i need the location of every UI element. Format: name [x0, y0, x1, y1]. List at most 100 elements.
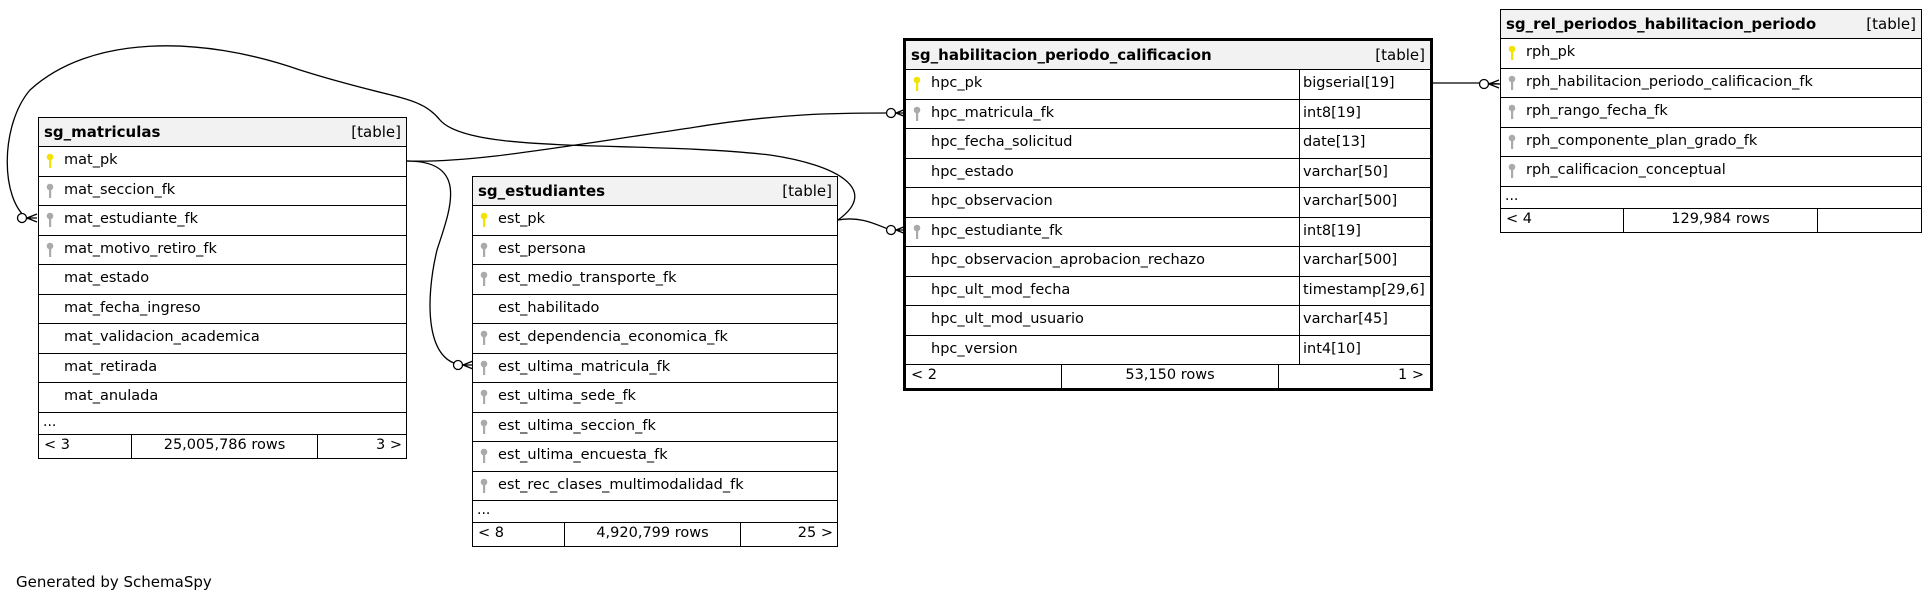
column-row[interactable]: mat_estudiante_fk [39, 206, 406, 236]
column-name: hpc_version [931, 340, 1018, 357]
column-name: mat_estado [64, 270, 150, 286]
column-name: mat_pk [64, 152, 118, 168]
column-row[interactable]: est_dependencia_economica_fk [473, 324, 837, 354]
table-sg-matriculas[interactable]: sg_matriculas [table] mat_pk mat_seccion_… [38, 117, 407, 459]
column-row[interactable]: mat_pk [39, 147, 406, 177]
column-row[interactable]: mat_fecha_ingreso [39, 295, 406, 324]
table-footer: < 2 53,150 rows 1 > [906, 365, 1430, 388]
parents-count[interactable]: < 2 [911, 367, 937, 383]
column-row[interactable]: mat_motivo_retiro_fk [39, 236, 406, 265]
column-row[interactable]: est_medio_transporte_fk [473, 265, 837, 295]
column-row[interactable]: est_persona [473, 236, 837, 265]
table-header: sg_rel_periodos_habilitacion_periodo [ta… [1501, 10, 1921, 39]
column-row[interactable]: est_ultima_sede_fk [473, 383, 837, 413]
column-name: est_pk [498, 211, 546, 227]
foreign-key-icon [479, 448, 489, 464]
column-type: varchar[50] [1299, 158, 1388, 187]
parents-count[interactable]: < 4 [1506, 210, 1532, 227]
column-name: hpc_ult_mod_usuario [931, 311, 1084, 327]
column-name: est_persona [498, 240, 586, 257]
table-footer: < 3 25,005,786 rows 3 > [39, 434, 408, 458]
foreign-key-icon [479, 389, 489, 405]
column-name: rph_rango_fecha_fk [1526, 103, 1668, 119]
zero-many-marker [885, 224, 897, 236]
foreign-key-icon [912, 106, 922, 122]
column-row[interactable]: hpc_observacion_aprobacion_rechazo varcha… [906, 247, 1430, 277]
rel-estudiantes-matriculas [6, 45, 856, 221]
column-row[interactable]: rph_rango_fecha_fk [1501, 98, 1921, 128]
column-row[interactable]: mat_estado [39, 265, 406, 295]
foreign-key-icon [1507, 104, 1517, 120]
foreign-key-icon [45, 242, 55, 258]
column-row[interactable]: rph_calificacion_conceptual [1501, 157, 1921, 187]
children-count[interactable] [1817, 208, 1923, 232]
column-name: est_ultima_matricula_fk [498, 358, 671, 375]
rel-matriculas-hpc [406, 112, 889, 162]
zero-many-marker [1478, 78, 1490, 90]
column-type: varchar[500] [1299, 247, 1397, 276]
column-row[interactable]: rph_habilitacion_periodo_calificacion_fk [1501, 69, 1921, 98]
column-row[interactable]: est_ultima_seccion_fk [473, 413, 837, 442]
primary-key-icon [479, 212, 489, 228]
column-row[interactable]: rph_componente_plan_grado_fk [1501, 128, 1921, 157]
crow-foot [462, 360, 474, 370]
column-name: mat_anulada [64, 388, 159, 404]
column-type: int8[19] [1299, 217, 1361, 246]
children-count[interactable]: 1 > [1278, 365, 1430, 388]
table-name: sg_matriculas [44, 123, 161, 141]
column-row[interactable]: est_habilitado [473, 295, 837, 324]
children-count[interactable]: 25 > [740, 523, 839, 546]
column-name: hpc_observacion_aprobacion_rechazo [931, 252, 1206, 268]
column-row[interactable]: rph_pk [1501, 39, 1921, 69]
column-name: hpc_fecha_solicitud [931, 134, 1073, 150]
column-list: rph_pk rph_habilitacion_periodo_calificac… [1501, 39, 1921, 187]
foreign-key-icon [45, 212, 55, 228]
more-columns: ... [1501, 187, 1921, 209]
row-count: 129,984 rows [1623, 208, 1817, 232]
row-count: 53,150 rows [1061, 365, 1278, 388]
children-count[interactable]: 3 > [317, 434, 408, 458]
column-row[interactable]: est_ultima_encuesta_fk [473, 442, 837, 472]
parents-count[interactable]: < 8 [478, 525, 504, 541]
crow-foot [1488, 79, 1500, 89]
column-row[interactable]: mat_seccion_fk [39, 177, 406, 206]
column-row[interactable]: mat_validacion_academica [39, 324, 406, 354]
table-header: sg_matriculas [table] [39, 118, 406, 147]
table-header: sg_habilitacion_periodo_calificacion [ta… [906, 41, 1430, 70]
table-sg-habilitacion-periodo-calificacion[interactable]: sg_habilitacion_periodo_calificacion [ta… [903, 38, 1433, 391]
parents-count[interactable]: < 3 [44, 436, 70, 453]
table-footer: < 4 129,984 rows [1501, 208, 1923, 232]
column-row[interactable]: mat_retirada [39, 354, 406, 383]
foreign-key-icon [479, 419, 489, 435]
column-name: est_ultima_encuesta_fk [498, 447, 668, 463]
column-row[interactable]: est_pk [473, 206, 837, 236]
zero-many-marker [885, 107, 897, 119]
column-type: bigserial[19] [1299, 70, 1395, 99]
column-row[interactable]: est_rec_clases_multimodalidad_fk [473, 472, 837, 501]
column-row[interactable]: mat_anulada [39, 383, 406, 413]
table-sg-rel-periodos-habilitacion-periodo[interactable]: sg_rel_periodos_habilitacion_periodo [ta… [1500, 9, 1922, 233]
table-tag: [table] [1375, 46, 1425, 64]
column-name: mat_validacion_academica [64, 329, 260, 345]
table-name: sg_habilitacion_periodo_calificacion [911, 46, 1212, 64]
column-name: est_rec_clases_multimodalidad_fk [498, 476, 744, 493]
column-name: rph_habilitacion_periodo_calificacion_fk [1526, 73, 1813, 90]
column-name: est_ultima_seccion_fk [498, 417, 656, 434]
column-type: varchar[500] [1299, 188, 1397, 217]
foreign-key-icon [912, 224, 922, 240]
more-columns: ... [39, 413, 406, 435]
column-row[interactable]: est_ultima_matricula_fk [473, 354, 837, 383]
crow-foot [26, 213, 38, 223]
